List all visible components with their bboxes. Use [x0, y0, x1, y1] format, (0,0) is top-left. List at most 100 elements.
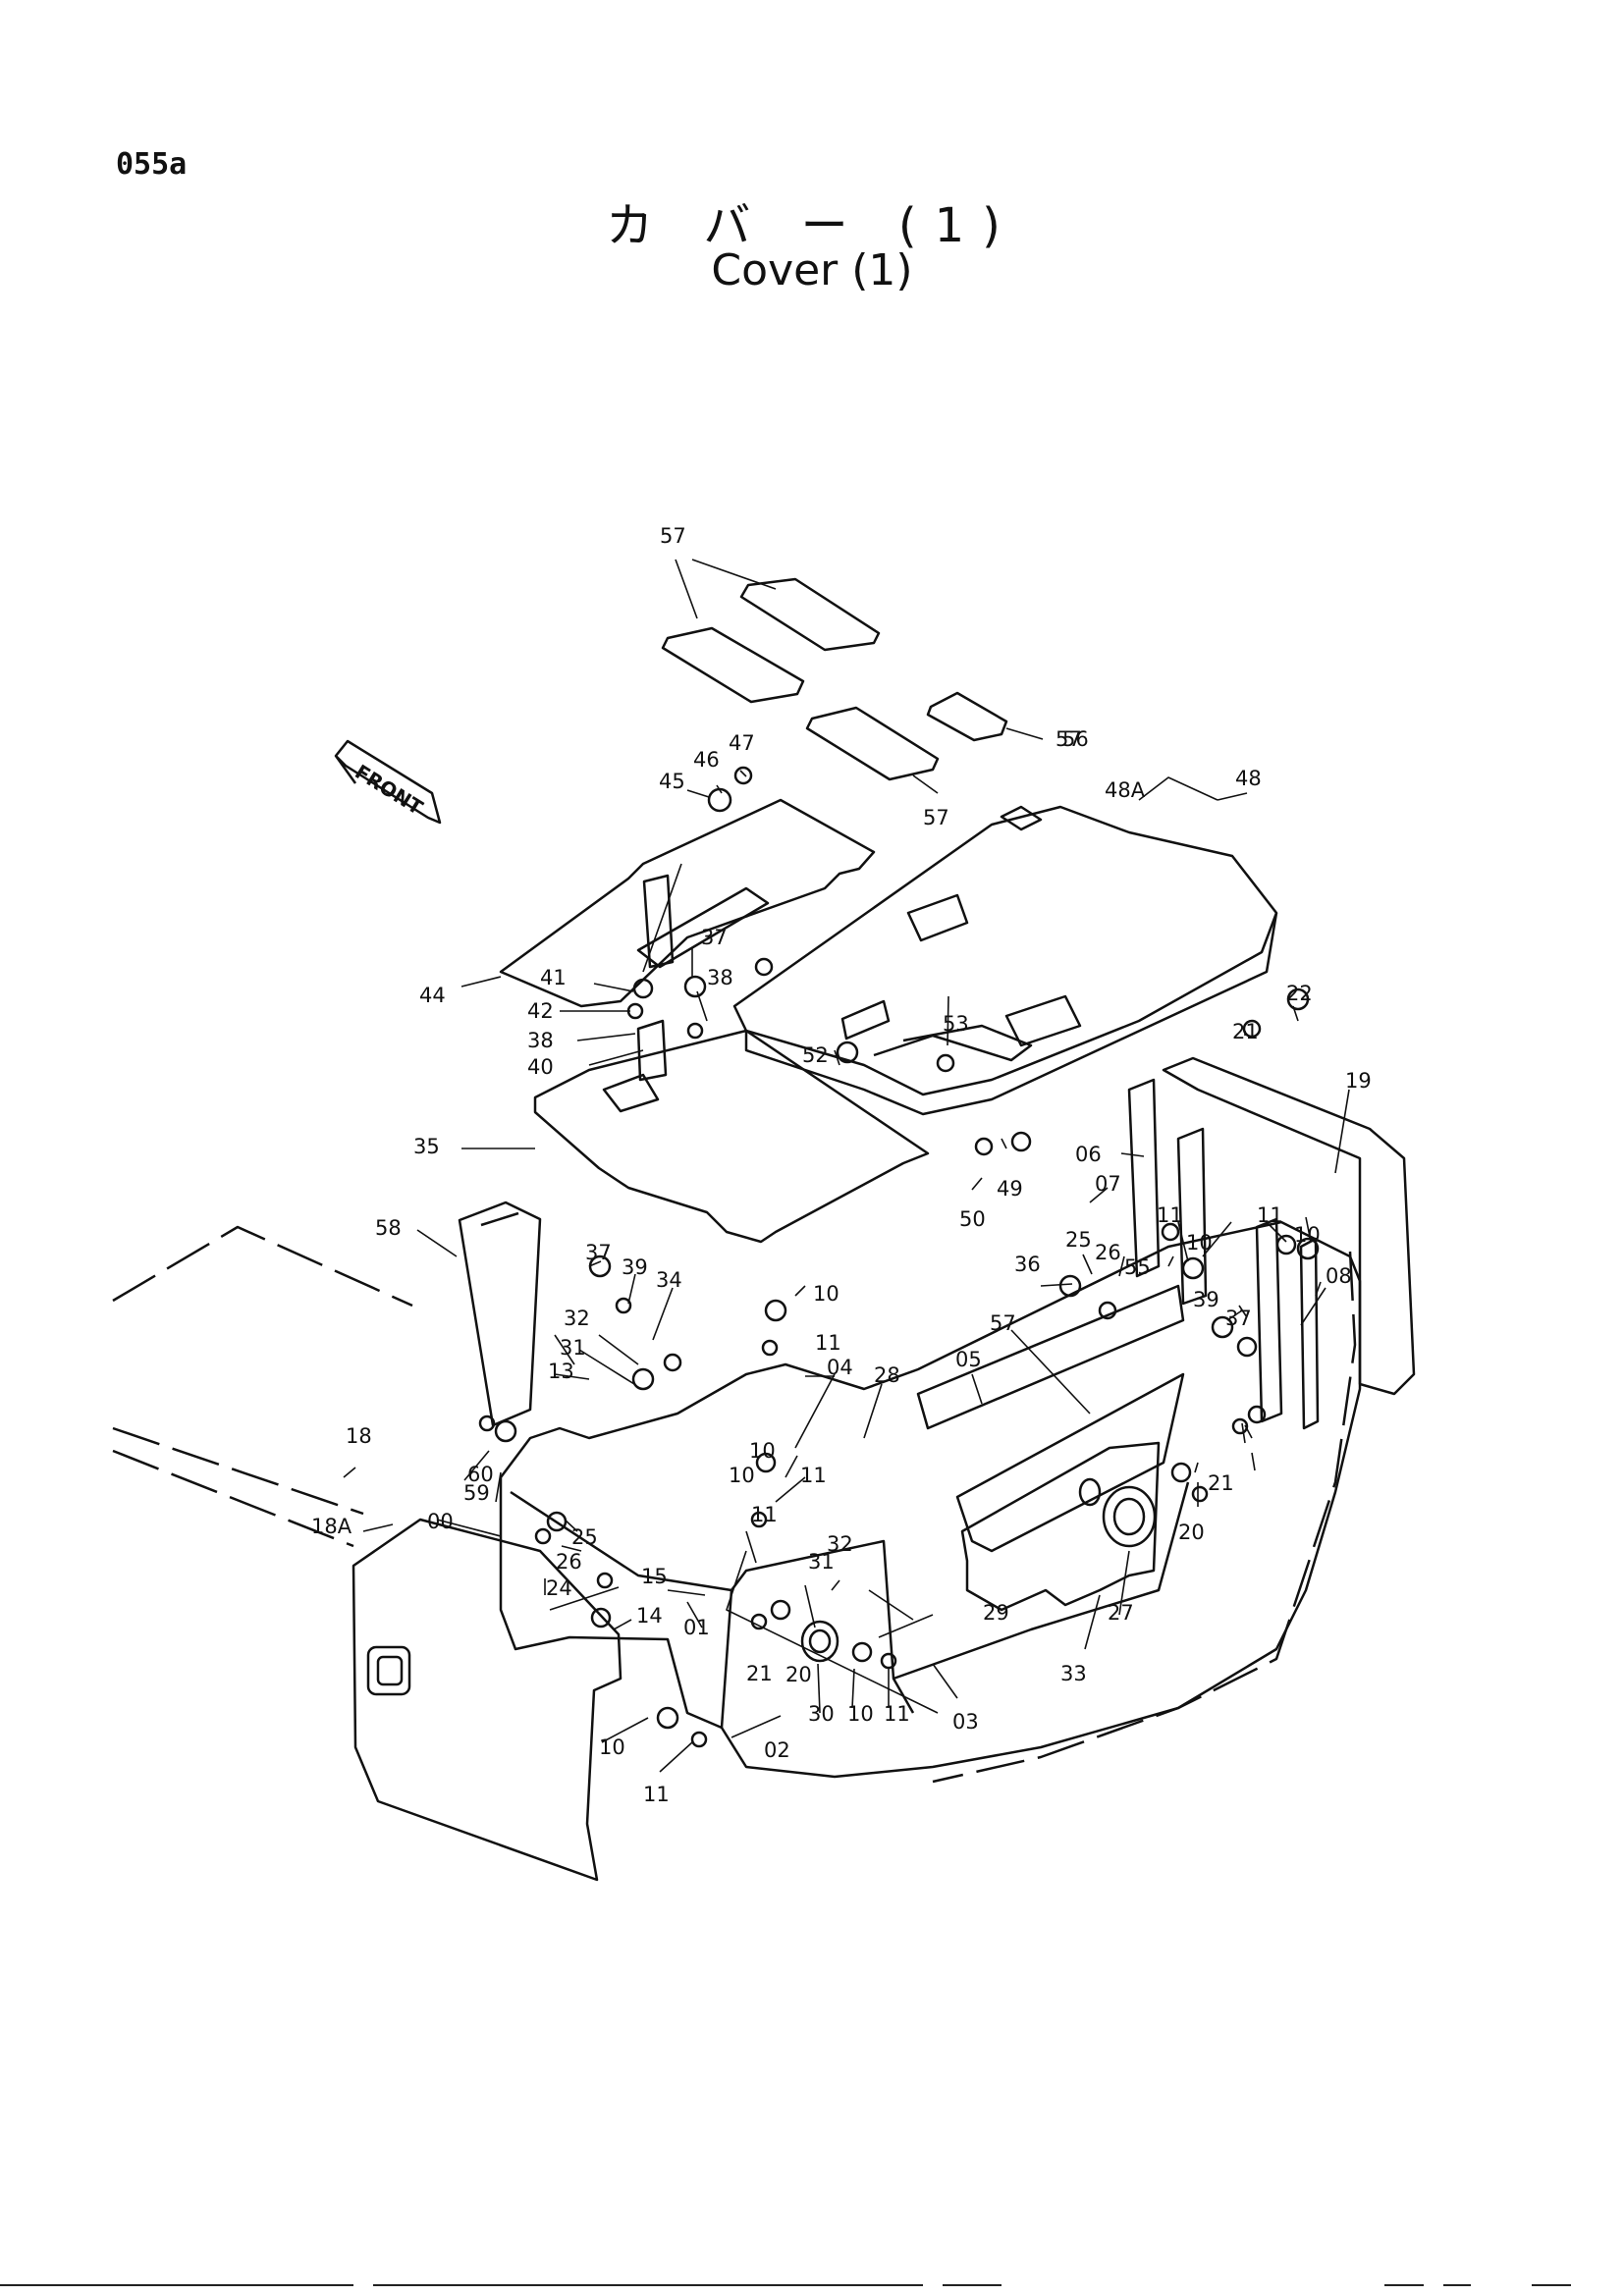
part-label: 57	[660, 524, 686, 548]
part-label: 10	[729, 1464, 755, 1487]
part-label: 35	[413, 1135, 440, 1158]
part-label: 44	[419, 984, 446, 1007]
part-label: 06	[1075, 1143, 1102, 1166]
part-label: 40	[527, 1055, 554, 1079]
part-label: 10	[1294, 1223, 1321, 1247]
right-end-panel	[1162, 1056, 1416, 1396]
part-label: 31	[808, 1550, 835, 1574]
side-panel	[458, 1201, 542, 1427]
hinge-bracket-left	[636, 874, 675, 1082]
page-code: 055a	[116, 147, 188, 182]
part-label: 47	[729, 731, 755, 755]
part-label: 11	[643, 1783, 670, 1806]
part-label: 49	[997, 1177, 1023, 1201]
part-label: 04	[827, 1356, 853, 1379]
decal-57-middle	[805, 706, 940, 781]
part-label: 29	[983, 1601, 1009, 1625]
part-label: 30	[808, 1702, 835, 1726]
title-english: Cover (1)	[711, 245, 913, 295]
part-label: 37	[585, 1241, 612, 1264]
part-label: 57	[990, 1311, 1016, 1335]
part-label: 45	[659, 770, 685, 793]
front-label: FRONT	[351, 760, 427, 820]
fasteners	[478, 766, 1320, 1748]
part-label: 11	[1157, 1203, 1183, 1227]
part-label: 33	[1060, 1662, 1087, 1685]
part-label: 38	[527, 1029, 554, 1052]
part-label: 53	[943, 1012, 969, 1036]
part-label: 50	[959, 1207, 986, 1231]
part-label: 39	[622, 1255, 648, 1279]
part-label: 03	[952, 1710, 979, 1734]
part-label: 15	[641, 1565, 668, 1588]
part-label: 32	[564, 1307, 590, 1330]
part-label: 10	[749, 1439, 776, 1463]
decal-57-top-right	[739, 577, 881, 652]
front-arrow-icon	[334, 739, 442, 825]
part-label: 01	[683, 1616, 710, 1639]
part-label: 31	[560, 1336, 586, 1360]
part-label: 18A	[311, 1515, 352, 1538]
leader-lines	[343, 559, 1350, 1773]
bottom-rule	[1443, 2284, 1471, 2286]
part-label: 07	[1095, 1172, 1121, 1196]
part-label: 38	[707, 966, 733, 989]
part-label: 11	[884, 1702, 910, 1726]
part-label: 42	[527, 999, 554, 1023]
part-label: 22	[1286, 982, 1313, 1005]
decal-56	[926, 691, 1008, 742]
part-label: 20	[1178, 1521, 1205, 1544]
part-label: 37	[701, 926, 728, 949]
part-label: 57	[1056, 727, 1082, 751]
bottom-rule	[1532, 2284, 1571, 2286]
part-label: 25	[571, 1525, 598, 1549]
side-door	[352, 1518, 623, 1882]
part-label: 55	[1124, 1255, 1151, 1279]
bottom-rule	[943, 2284, 1001, 2286]
part-label: 36	[1014, 1253, 1041, 1276]
decal-57-top-left	[661, 626, 805, 704]
part-label: 27	[1108, 1601, 1134, 1625]
part-label: 10	[813, 1282, 839, 1306]
main-frame	[499, 1220, 1362, 1779]
part-label: 26	[556, 1550, 582, 1574]
part-label: 11	[800, 1464, 827, 1487]
part-label: 34	[656, 1268, 682, 1292]
part-label: 60	[467, 1463, 494, 1486]
bottom-rule	[1384, 2284, 1424, 2286]
part-label: 10	[1186, 1231, 1213, 1255]
part-label: 48	[1235, 767, 1262, 790]
part-label: 25	[1065, 1228, 1092, 1252]
small-cover-plate	[499, 798, 876, 1008]
part-label: 14	[636, 1604, 663, 1628]
part-label: 56	[1062, 727, 1089, 751]
part-label: 57	[923, 806, 949, 829]
part-label: 46	[693, 748, 720, 772]
support-brackets	[916, 1078, 1320, 1553]
part-label: 20	[785, 1663, 812, 1686]
engine-hood	[732, 805, 1278, 1116]
part-label: 37	[1225, 1307, 1252, 1330]
part-label: 13	[548, 1360, 574, 1383]
bottom-rule	[373, 2284, 923, 2286]
pulley-assembly	[800, 1620, 839, 1663]
part-label: 05	[955, 1348, 982, 1371]
part-label: 19	[1345, 1069, 1372, 1093]
title-japanese: カ バ ー (1)	[606, 198, 1018, 253]
reference-lines	[112, 1225, 1357, 1784]
part-label: 11	[751, 1503, 778, 1526]
part-label: 10	[847, 1702, 874, 1726]
part-label: 39	[1193, 1288, 1219, 1311]
bottom-rule	[0, 2284, 353, 2286]
part-label: 48A	[1105, 778, 1146, 802]
part-label: 52	[802, 1043, 829, 1067]
part-label: 11	[1257, 1203, 1283, 1227]
part-label: 32	[827, 1532, 853, 1556]
part-label: 24	[546, 1576, 572, 1600]
part-label: 08	[1326, 1264, 1352, 1288]
part-label: 58	[375, 1216, 402, 1240]
part-label: 11	[815, 1331, 841, 1355]
part-label: 10	[599, 1735, 625, 1759]
